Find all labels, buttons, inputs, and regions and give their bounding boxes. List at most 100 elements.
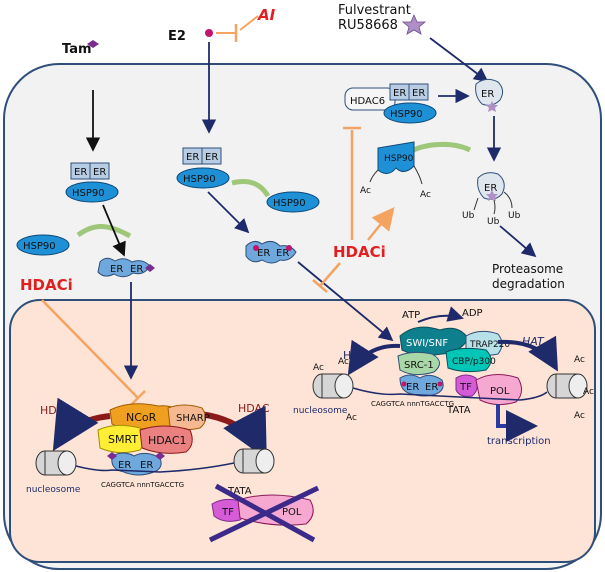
hdac-left-label: HDAC [40,404,72,417]
svg-text:SMRT: SMRT [108,433,138,446]
svg-text:Ac: Ac [420,190,431,200]
ere-seq-right: CAGGTCA nnnTGACCTG [371,400,454,408]
svg-text:SRC-1: SRC-1 [404,360,434,371]
nucleosome-left-left [35,450,77,476]
nucleosome-label-left: nucleosome [26,485,81,495]
svg-text:HSP90: HSP90 [273,198,306,209]
svg-text:ER: ER [276,248,289,259]
nucleosome-label-right: nucleosome [293,406,348,416]
svg-text:ER: ER [74,167,87,178]
svg-text:ER: ER [406,382,419,393]
svg-text:ER: ER [140,460,153,471]
degradation-label: degradation [492,277,565,291]
tam-label: Tam [62,42,92,57]
blocked-transcription: TF POL [208,483,320,543]
er-dimer-left-top: ER ER [70,162,110,180]
hdaci-left-label: HDACi [20,276,73,294]
svg-text:ER: ER [186,152,199,163]
dna-left [75,462,235,473]
svg-text:HDAC6: HDAC6 [350,96,385,107]
er-dimer-center: ER ER [182,147,222,165]
hdaci-center-label: HDACi [333,243,386,261]
proteasome-label: Proteasome [492,262,563,276]
hsp90-center: HSP90 [176,167,230,189]
transcription-arrow [496,404,538,442]
svg-text:NCoR: NCoR [126,411,157,424]
svg-text:ER: ER [118,460,131,471]
svg-text:TRAP220: TRAP220 [469,340,510,350]
svg-text:TF: TF [221,507,234,518]
transcription-label: transcription [487,436,551,447]
svg-text:ER: ER [425,382,438,393]
hdac6-complex: HDAC6 ER ER HSP90 [344,83,437,124]
svg-text:HSP90: HSP90 [23,241,56,252]
svg-text:Ac: Ac [360,186,371,196]
nucleosome-right-right: Ac Ac Ac [546,355,594,421]
tf-active: TF [455,374,478,397]
svg-text:Ac: Ac [583,387,594,397]
tam-drug-icon [87,40,99,48]
corepressor-complex: NCoR SHARP SMRT HDAC1 [97,403,210,454]
svg-text:POL: POL [282,507,302,518]
blocked-cross-2 [208,485,320,543]
svg-text:CBP/p300: CBP/p300 [452,357,496,367]
fulvestrant-star-icon [401,13,427,35]
svg-text:ER: ER [412,88,425,99]
tata-left: TATA [227,486,252,497]
svg-text:ER: ER [93,167,106,178]
ere-seq-left: CAGGTCA nnnTGACCTG [101,481,184,489]
tata-right: TATA [446,405,471,416]
atp-label: ATP [402,310,420,321]
svg-text:Ac: Ac [574,355,585,365]
svg-text:Ac: Ac [574,411,585,421]
hsp90-acetylated: HSP90 Ac Ac [360,141,431,200]
svg-text:POL: POL [490,386,510,397]
e2-label: E2 [168,29,186,44]
svg-text:SWI/SNF: SWI/SNF [406,338,448,349]
svg-text:HSP90: HSP90 [183,174,216,185]
svg-text:TF: TF [459,382,472,393]
ai-inhibition [239,15,259,31]
svg-text:Ub: Ub [462,211,475,221]
er-cluster-nuclear-tam: ER ER [107,452,165,476]
svg-text:Ac: Ac [346,413,357,423]
er-cluster-nuclear-active: ER ER [399,374,444,397]
dna-right [352,387,548,401]
pol-active: POL [475,374,522,406]
svg-text:Ub: Ub [508,211,521,221]
fulvestrant-label: Fulvestrant [338,3,411,18]
ai-label: AI [257,6,276,24]
hsp90-left-top: HSP90 [65,181,119,203]
svg-text:HSP90: HSP90 [390,109,423,120]
hdaci-acetylation-arrow [367,207,395,241]
svg-text:ER: ER [110,264,123,275]
er-degradation-ub: ER Ub Ub Ub [462,172,521,227]
svg-text:ER: ER [393,88,406,99]
ru58668-label: RU58668 [338,18,398,33]
src-1: SRC-1 [397,351,440,376]
svg-text:ER: ER [257,248,270,259]
er-cluster-e2: ER ER [245,240,297,264]
hsp90-center-released: HSP90 [266,191,320,213]
nucleosome-right-left: Ac Ac Ac [312,357,357,423]
hsp90-left-released: HSP90 [16,234,70,256]
hdaci-to-transport-inhibition [319,262,341,287]
svg-text:ER: ER [205,152,218,163]
er-degradation-top: ER [475,78,504,112]
hdac-right-label: HDAC [238,402,270,415]
svg-text:Ac: Ac [338,357,349,367]
e2-ligand-icon [205,29,213,37]
svg-text:ER: ER [481,89,494,100]
svg-text:HSP90: HSP90 [72,188,105,199]
svg-text:HSP90: HSP90 [384,154,414,164]
cbp-p300: CBP/p300 [445,347,496,373]
svg-text:HDAC1: HDAC1 [148,434,187,447]
svg-text:Ac: Ac [313,363,324,373]
hdaci-left-inhibition [41,299,139,399]
svg-text:Ub: Ub [487,217,500,227]
nucleosome-left-right [233,448,275,474]
adp-label: ADP [462,308,483,319]
svg-text:ER: ER [484,183,497,194]
er-cluster-tam: ER ER [97,257,155,278]
